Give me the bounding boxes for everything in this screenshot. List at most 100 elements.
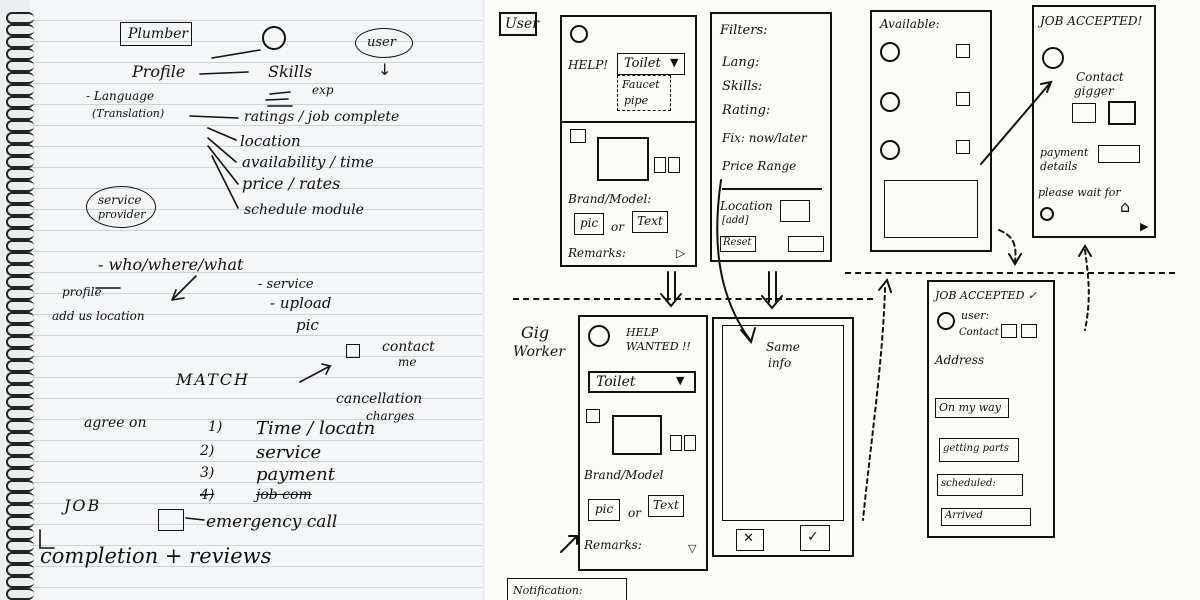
gig-worker-label-2: Worker: [513, 344, 566, 360]
spiral-ring: [6, 120, 34, 132]
price-label: price / rates: [242, 174, 341, 193]
spiral-ring: [6, 276, 34, 288]
worker-select-checkbox[interactable]: [956, 140, 970, 154]
contact-me-label-2: me: [398, 355, 417, 369]
scheduled-button[interactable]: [937, 474, 1023, 496]
lang-filter-label: Lang:: [722, 55, 760, 70]
on-my-way-button[interactable]: [935, 398, 1009, 418]
spiral-ring: [6, 60, 34, 72]
category-dropdown[interactable]: [617, 53, 685, 75]
spiral-ring: [6, 444, 34, 456]
spiral-ring: [6, 396, 34, 408]
spiral-ring: [6, 264, 34, 276]
notebook-page: [30, 0, 482, 600]
spiral-ring: [6, 72, 34, 84]
call-button[interactable]: [1021, 324, 1037, 338]
divider: [562, 121, 695, 123]
fix-filter-label: Fix: now/later: [722, 131, 807, 145]
spiral-ring: [6, 252, 34, 264]
screen-available-list: Available:: [870, 10, 992, 252]
apply-button[interactable]: [788, 236, 824, 252]
spiral-ring: [6, 384, 34, 396]
reset-button-label: Reset: [723, 237, 752, 248]
spiral-ring: [6, 492, 34, 504]
reject-button[interactable]: [736, 529, 764, 551]
item-4-number: 4): [200, 487, 215, 503]
category-value: Toilet: [624, 56, 661, 71]
photo-confirm-button[interactable]: [684, 435, 696, 451]
down-arrow-icon: ↓: [378, 60, 392, 79]
user-label: user:: [961, 309, 990, 322]
job-accepted-title: JOB ACCEPTED!: [1040, 14, 1143, 28]
available-label: Available:: [880, 17, 940, 31]
worker-select-checkbox[interactable]: [956, 44, 970, 58]
chat-button[interactable]: [1072, 103, 1096, 123]
user-avatar-icon: [937, 312, 955, 330]
on-my-way-label: On my way: [939, 401, 1001, 414]
camera-icon[interactable]: [570, 129, 586, 143]
who-where-what-label: - who/where/what: [98, 255, 244, 274]
spiral-ring: [6, 468, 34, 480]
text-button[interactable]: [632, 211, 668, 233]
same-info-label-1: Same: [766, 340, 800, 354]
spiral-ring: [6, 216, 34, 228]
contact-me-label-1: contact: [382, 339, 435, 355]
screen-job-accepted-user: JOB ACCEPTED! Contact gigger payment det…: [1032, 5, 1156, 238]
language-label: - Language: [86, 89, 155, 103]
spiral-ring: [6, 48, 34, 60]
spiral-ring: [6, 480, 34, 492]
text-button[interactable]: [648, 495, 684, 517]
sketch-paper: User Gig Worker HELP! Toilet ▼ Faucet pi…: [485, 0, 1200, 600]
chevron-down-icon[interactable]: ▽: [688, 542, 697, 555]
dropdown-option-2[interactable]: pipe: [624, 94, 649, 107]
pic-button[interactable]: [588, 499, 620, 521]
pic-button[interactable]: [574, 213, 604, 235]
item-3-number: 3): [200, 465, 215, 481]
submit-arrow-icon[interactable]: ▷: [676, 246, 686, 260]
price-range-slider[interactable]: [722, 188, 822, 190]
worker-map[interactable]: [884, 180, 978, 238]
spiral-ring: [6, 336, 34, 348]
gigger-avatar-icon: [1042, 47, 1064, 69]
spiral-ring: [6, 516, 34, 528]
row-divider-line: [845, 272, 1175, 274]
spiral-ring: [6, 540, 34, 552]
submit-arrow-icon[interactable]: ▶: [1140, 220, 1149, 233]
arrived-dropdown[interactable]: [941, 508, 1031, 526]
remarks-label: Remarks:: [584, 538, 642, 552]
chevron-down-icon: ▼: [670, 56, 679, 69]
rating-filter-label: Rating:: [722, 103, 771, 118]
spiral-ring: [6, 132, 34, 144]
filters-label: Filters:: [720, 23, 768, 38]
chat-button[interactable]: [1001, 324, 1017, 338]
map-pin-icon[interactable]: [780, 200, 810, 222]
address-label: Address: [935, 353, 985, 367]
accept-button[interactable]: [800, 525, 830, 551]
user-row-label: User: [505, 16, 539, 32]
call-button[interactable]: [1108, 101, 1136, 125]
payment-label-2: details: [1040, 160, 1078, 173]
text-button-label: Text: [637, 214, 663, 228]
skills-label: Skills: [268, 62, 313, 81]
reset-button[interactable]: [720, 236, 756, 252]
worker-avatar-icon: [880, 140, 900, 160]
schedule-label: schedule module: [244, 202, 364, 218]
help-label: HELP!: [568, 58, 609, 72]
photo-delete-button[interactable]: [654, 157, 666, 173]
info-panel: [722, 325, 844, 521]
ratings-label: ratings / job complete: [244, 109, 400, 125]
worker-select-checkbox[interactable]: [956, 92, 970, 106]
photo-delete-button[interactable]: [670, 435, 682, 451]
chevron-down-icon: ▼: [676, 374, 685, 387]
getting-parts-button[interactable]: [939, 438, 1019, 462]
spiral-ring: [6, 588, 34, 600]
payment-dropdown[interactable]: [1098, 145, 1140, 163]
user-oval: [355, 28, 413, 58]
spiral-ring: [6, 432, 34, 444]
item-2-number: 2): [200, 443, 215, 459]
text-button-label: Text: [653, 498, 679, 512]
job-complete-struck-label: job com: [256, 487, 312, 503]
category-value: Toilet: [596, 374, 636, 390]
dropdown-option-1[interactable]: Faucet: [622, 78, 660, 91]
photo-confirm-button[interactable]: [668, 157, 680, 173]
